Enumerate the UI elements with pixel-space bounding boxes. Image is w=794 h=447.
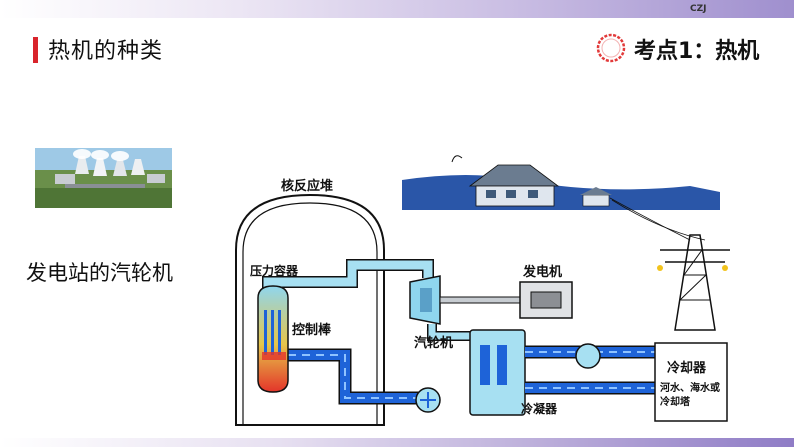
nuclear-plant-diagram: 核反应堆 压力容器 控制棒 汽轮机 发电机 冷凝器 冷却器 河水、海水或 冷却塔 xyxy=(235,155,730,426)
top-gradient-bar xyxy=(0,0,794,18)
photo-caption: 发电站的汽轮机 xyxy=(26,261,173,285)
label-pressure-vessel: 压力容器 xyxy=(250,263,299,278)
author-mark: CZJ xyxy=(690,4,707,14)
power-station-photo xyxy=(35,148,172,208)
label-condenser: 冷凝器 xyxy=(521,401,558,416)
label-reactor: 核反应堆 xyxy=(281,178,333,194)
label-cooling-source-1: 河水、海水或 xyxy=(660,381,720,394)
label-turbine: 汽轮机 xyxy=(414,335,453,351)
key-point-ring-icon xyxy=(596,33,626,63)
label-control-rods: 控制棒 xyxy=(292,322,332,338)
section-title: 热机的种类 xyxy=(48,39,164,64)
label-cooling-source-2: 冷却塔 xyxy=(660,395,691,408)
label-generator: 发电机 xyxy=(522,264,562,280)
bottom-gradient-bar xyxy=(0,438,794,447)
title-accent-marker xyxy=(33,37,38,63)
label-cooler: 冷却器 xyxy=(667,360,707,376)
key-point-heading: 考点1：热机 xyxy=(634,39,760,64)
